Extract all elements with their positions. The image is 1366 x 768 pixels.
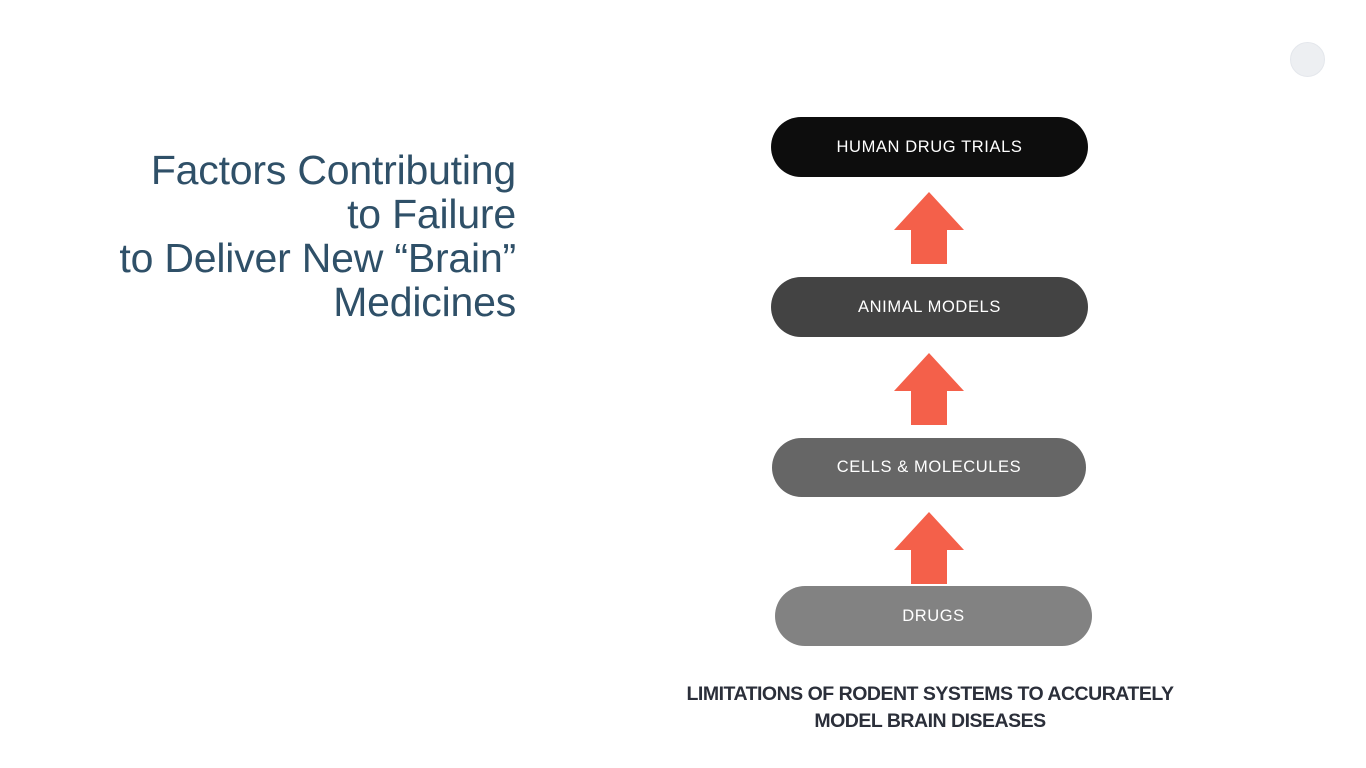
page-title-line-2: to Failure [347,191,516,237]
stage-animal-models-label: ANIMAL MODELS [858,297,1001,316]
stage-cells-and-molecules-label: CELLS & MOLECULES [836,458,1022,476]
arrow-up-icon-cells-to-animal [894,353,964,425]
stage-drugs: DRUGS [775,586,1092,646]
stage-animal-models: ANIMAL MODELS [771,277,1088,337]
page-title-line-3: to Deliver New “Brain” [119,235,516,281]
arrow-up-icon-drugs-to-cells [894,512,964,584]
page-title-line-4: Medicines [333,279,516,325]
page-title: Factors Contributing to Failure to Deliv… [48,148,516,324]
arrow-up-icon-animal-to-human [894,192,964,264]
diagram-caption-line-1: LIMITATIONS OF RODENT SYSTEMS TO ACCURAT… [686,683,1174,705]
stage-cells-and-molecules: CELLS & MOLECULES [772,438,1086,497]
diagram-caption: LIMITATIONS OF RODENT SYSTEMS TO ACCURAT… [610,681,1250,735]
page-title-line-1: Factors Contributing [150,147,516,193]
stage-drugs-label: DRUGS [902,606,965,625]
circle-decoration-icon [1290,42,1325,77]
diagram-caption-line-2: MODEL BRAIN DISEASES [814,710,1046,732]
stage-human-drug-trials: HUMAN DRUG TRIALS [771,117,1088,177]
stage-human-drug-trials-label: HUMAN DRUG TRIALS [836,137,1023,156]
